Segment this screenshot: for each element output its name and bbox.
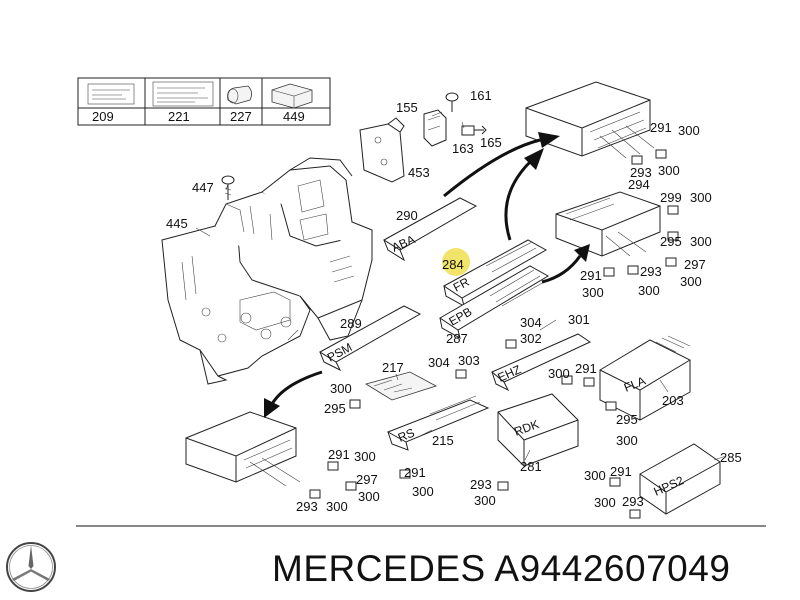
callout-294: 294 (628, 177, 650, 192)
callout-161: 161 (470, 88, 492, 103)
callout-291-mid-unit: 291 (580, 268, 602, 283)
callout-291-rs: 291 (404, 465, 426, 480)
control-unit-top (525, 81, 655, 159)
callout-300-top-unit-2: 300 (658, 163, 680, 178)
module-label-fr: FR (451, 275, 472, 295)
callout-300-rdk: 300 (474, 493, 496, 508)
callout-295-fla: 295 (616, 412, 638, 427)
part-number-caption: MERCEDES A9442607049 (272, 548, 731, 589)
legend-part-227: 227 (230, 109, 252, 124)
module-rs: RS (386, 395, 490, 451)
callout-300-rs: 300 (412, 484, 434, 499)
callout-300-mid-unit-left: 300 (582, 285, 604, 300)
callout-304-right: 304 (520, 315, 542, 330)
mercedes-star-icon (6, 542, 56, 592)
callout-291-fla: 291 (575, 361, 597, 376)
callout-300-bottom-mid: 300 (358, 489, 380, 504)
callout-293-top-unit: 293 (630, 165, 652, 180)
callout-445: 445 (166, 216, 188, 231)
callout-290: 290 (396, 208, 418, 223)
callout-163: 163 (452, 141, 474, 156)
callout-217: 217 (382, 360, 404, 375)
small-connectors (309, 149, 679, 519)
legend-part-209: 209 (92, 109, 114, 124)
module-psm: PSM (319, 305, 422, 372)
callout-293-mid-unit: 293 (640, 264, 662, 279)
callout-203: 203 (662, 393, 684, 408)
callout-304-left: 304 (428, 355, 450, 370)
callout-155: 155 (396, 100, 418, 115)
part-legend-table: 209 221 227 449 (77, 77, 331, 126)
callout-300-mid-unit-top: 300 (690, 190, 712, 205)
callout-300-hps2-top: 300 (584, 468, 606, 483)
callout-300-bottom-unit: 300 (354, 449, 376, 464)
callout-300-mid-unit-bottom: 300 (638, 283, 660, 298)
callout-301: 301 (568, 312, 590, 327)
control-unit-bottom (185, 411, 301, 487)
callout-300-fla: 300 (548, 366, 570, 381)
callout-453: 453 (408, 165, 430, 180)
callout-300-fla-bottom: 300 (616, 433, 638, 448)
callout-295-mid-unit: 295 (660, 234, 682, 249)
module-fr: FR (443, 239, 548, 307)
callout-215: 215 (432, 433, 454, 448)
leader-lines (195, 111, 727, 461)
callout-287: 287 (446, 331, 468, 346)
callout-300-mid-unit-right: 300 (680, 274, 702, 289)
screw-161 (445, 92, 459, 112)
callout-293-bottom-unit: 293 (296, 499, 318, 514)
callout-300-top-unit: 300 (678, 123, 700, 138)
module-fla: FLA (599, 335, 691, 421)
module-rdk: RDK (497, 393, 579, 467)
callout-297-mid-unit: 297 (684, 257, 706, 272)
callout-281: 281 (520, 459, 542, 474)
screw-447 (221, 175, 235, 200)
bracket-453 (359, 117, 405, 183)
callout-300-bottom-unit-2: 300 (326, 499, 348, 514)
module-hps2: HPS2 (639, 443, 721, 515)
callout-303: 303 (458, 353, 480, 368)
callout-300-217: 300 (330, 381, 352, 396)
assembly-arrows (264, 132, 590, 418)
callout-291-hps2: 291 (610, 464, 632, 479)
callout-297-bottom: 297 (356, 472, 378, 487)
callout-165: 165 (480, 135, 502, 150)
callout-285: 285 (720, 450, 742, 465)
callout-299: 299 (660, 190, 682, 205)
module-label-rs: RS (396, 426, 417, 445)
callout-293-rdk: 293 (470, 477, 492, 492)
callout-302: 302 (520, 331, 542, 346)
legend-part-221: 221 (168, 109, 190, 124)
highlight-marker-284 (442, 248, 470, 276)
callout-284: 284 (442, 257, 464, 272)
connector-163 (461, 125, 487, 136)
legend-part-449: 449 (283, 109, 305, 124)
control-unit-middle (555, 191, 661, 257)
relay-155 (423, 109, 447, 147)
mounting-frame (161, 157, 373, 385)
callout-291-top-unit: 291 (650, 120, 672, 135)
connector-block-217 (365, 371, 438, 401)
callout-300-hps2-bottom: 300 (594, 495, 616, 510)
callout-300-mid-unit: 300 (690, 234, 712, 249)
callout-447: 447 (192, 180, 214, 195)
callout-291-bottom-unit: 291 (328, 447, 350, 462)
callout-295-217: 295 (324, 401, 346, 416)
callout-numbers: 161 155 163 165 453 447 445 290 284 287 … (166, 88, 742, 514)
callout-293-hps2: 293 (622, 494, 644, 509)
callout-289: 289 (340, 316, 362, 331)
